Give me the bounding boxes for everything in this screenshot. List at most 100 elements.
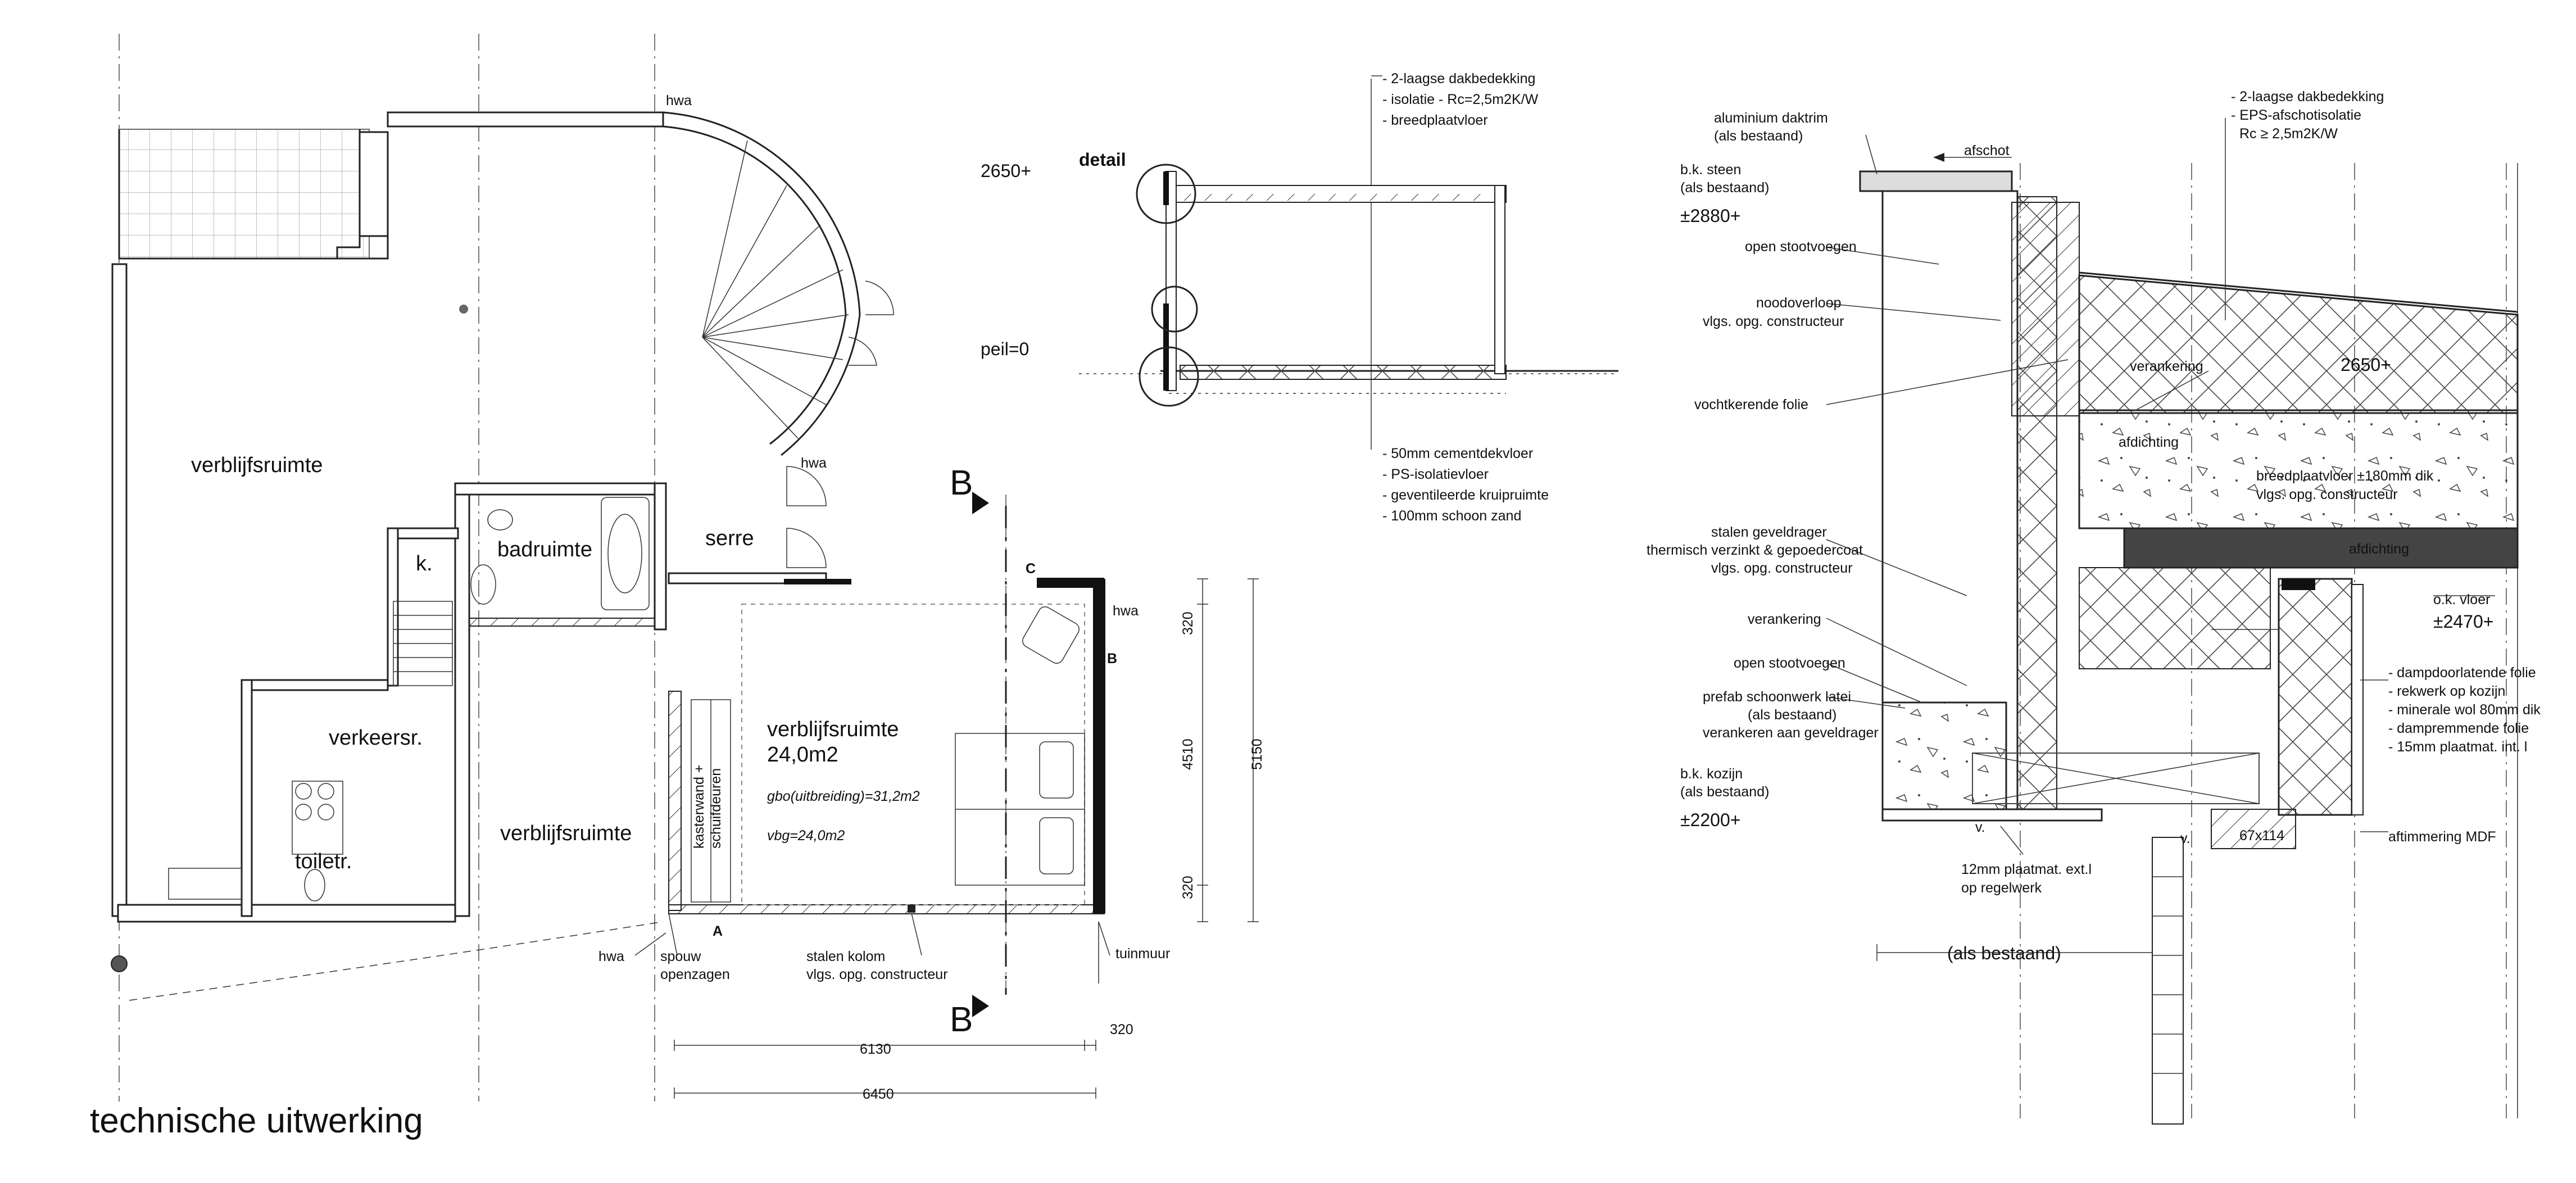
room-label-extension-area: 24,0m2 bbox=[767, 743, 838, 767]
wall-mark-b: B bbox=[1107, 651, 1117, 667]
kolom-label-1: stalen kolom bbox=[806, 949, 885, 964]
roof-insulation bbox=[2078, 274, 2519, 414]
hwa-label-bottom: hwa bbox=[598, 949, 624, 964]
folie-label: vochtkerende folie bbox=[1694, 397, 1808, 413]
kozijn-label-2: (als bestaand) bbox=[1680, 784, 1769, 800]
extension-wall-a bbox=[668, 904, 1105, 914]
vbg-label: vbg=24,0m2 bbox=[767, 828, 845, 844]
wall-note-4: - dampremmende folie bbox=[2388, 720, 2529, 736]
afdichting-label-1: afdichting bbox=[2119, 434, 2179, 450]
latei-label-1: prefab schoonwerk latei bbox=[1703, 689, 1851, 705]
bestaand-label: (als bestaand) bbox=[1947, 943, 2061, 963]
steel-beam bbox=[2123, 527, 2519, 569]
dim-320-top: 320 bbox=[1180, 611, 1196, 635]
kozijn-label-1: b.k. kozijn bbox=[1680, 766, 1743, 782]
afdichting-label-2: afdichting bbox=[2349, 541, 2409, 557]
size-label: 67x114 bbox=[2239, 828, 2284, 844]
floor-plan: verblijfsruimte k. badruimte verkeersr. … bbox=[90, 34, 1265, 1140]
noodoverloop-label-2: vlgs. opg. constructeur bbox=[1703, 314, 1844, 329]
section-mark-top: B bbox=[950, 464, 973, 502]
dim-4510: 4510 bbox=[1180, 738, 1196, 770]
level-2470: ±2470+ bbox=[2433, 611, 2493, 632]
bed bbox=[955, 733, 1085, 886]
tuinmuur-label: tuinmuur bbox=[1115, 946, 1170, 962]
verankering-label-right: verankering bbox=[2130, 359, 2203, 374]
plaat-label-1: 12mm plaatmat. ext.l bbox=[1961, 862, 2092, 877]
wall-note-1: - dampdoorlatende folie bbox=[2388, 665, 2536, 681]
armchair bbox=[1022, 606, 1080, 664]
dim-5150: 5150 bbox=[1249, 738, 1265, 770]
plaat-label-2: op regelwerk bbox=[1961, 880, 2042, 896]
gbo-label: gbo(uitbreiding)=31,2m2 bbox=[767, 788, 920, 804]
spouw-label-2: openzagen bbox=[660, 967, 730, 982]
concrete-floor bbox=[2078, 412, 2519, 529]
geveldrager-label-3: vlgs. opg. constructeur bbox=[1711, 560, 1853, 576]
plan-dimensions bbox=[674, 578, 1259, 1099]
noodoverloop-label-1: noodoverloop bbox=[1756, 295, 1842, 311]
level-2650: 2650+ bbox=[2341, 355, 2391, 375]
section-level-top: 2650+ bbox=[981, 161, 1031, 181]
level-2880: ±2880+ bbox=[1680, 206, 1740, 226]
existing-column-marker bbox=[111, 955, 128, 972]
section-roof-note-2: - isolatie - Rc=2,5m2K/W bbox=[1382, 92, 1539, 107]
detail-roof-note-1: - 2-laagse dakbedekking bbox=[2231, 89, 2384, 105]
detail-roof-note-2: - EPS-afschotisolatie bbox=[2231, 107, 2361, 123]
section-detail-label: detail bbox=[1079, 149, 1126, 170]
geveldrager-label-2: thermisch verzinkt & gepoedercoat bbox=[1647, 542, 1863, 558]
cross-section: 2650+ peil=0 detail - 2-laagse dakbedekk… bbox=[981, 71, 1618, 524]
steen-label-2: (als bestaand) bbox=[1680, 180, 1769, 196]
drawing-title: technische uitwerking bbox=[90, 1102, 423, 1140]
trim-label-2: (als bestaand) bbox=[1714, 128, 1803, 144]
ok-vloer-label: o.k. vloer bbox=[2433, 592, 2490, 608]
afschot-label: afschot bbox=[1964, 143, 2010, 158]
hwa-label-top: hwa bbox=[666, 93, 692, 108]
section-roof-note-3: - breedplaatvloer bbox=[1382, 112, 1488, 128]
wall-note-2: - rekwerk op kozijn bbox=[2388, 683, 2505, 699]
room-label-bathroom: badruimte bbox=[497, 538, 592, 561]
section-roof-note-1: - 2-laagse dakbedekking bbox=[1382, 71, 1535, 87]
hall-stair bbox=[393, 601, 453, 686]
detail-roof-note-3: Rc ≥ 2,5m2K/W bbox=[2239, 126, 2338, 142]
vloer-label-1: breedplaatvloer ±180mm dik bbox=[2256, 468, 2434, 484]
stootvoegen-label-1: open stootvoegen bbox=[1745, 239, 1857, 255]
room-label-hall: verkeersr. bbox=[329, 726, 423, 750]
section-mark-bottom: B bbox=[950, 1000, 973, 1039]
spiral-stair-lines bbox=[702, 140, 849, 439]
section-floor-note-2: - PS-isolatievloer bbox=[1382, 466, 1489, 482]
section-level-peil: peil=0 bbox=[981, 339, 1029, 359]
dim-320-low: 320 bbox=[1180, 876, 1196, 899]
brick-pier bbox=[2152, 837, 2184, 1125]
kolom-label-2: vlgs. opg. constructeur bbox=[806, 967, 948, 982]
room-label-serre: serre bbox=[705, 527, 754, 550]
spouw-label-1: spouw bbox=[660, 949, 701, 964]
room-label-living-left: verblijfsruimte bbox=[191, 454, 323, 477]
balcony-tiles bbox=[119, 129, 370, 259]
trim-label-1: aluminium daktrim bbox=[1714, 110, 1828, 126]
steen-label-1: b.k. steen bbox=[1680, 162, 1741, 178]
wall-note-3: - minerale wol 80mm dik bbox=[2388, 702, 2541, 718]
verankering-label-left: verankering bbox=[1748, 611, 1821, 627]
wardrobe-label-2: schuifdeuren bbox=[708, 768, 724, 849]
dim-320-bottom: 320 bbox=[1110, 1022, 1133, 1037]
section-floor-note-4: - 100mm schoon zand bbox=[1382, 508, 1521, 524]
room-label-living-mid: verblijfsruimte bbox=[500, 822, 632, 845]
section-floor-note-3: - geventileerde kruipruimte bbox=[1382, 487, 1549, 503]
dim-6130: 6130 bbox=[860, 1041, 891, 1057]
dim-6450: 6450 bbox=[863, 1086, 894, 1102]
detail-leaders bbox=[1826, 118, 2495, 855]
level-2200: ±2200+ bbox=[1680, 810, 1740, 830]
v-mark-left: v. bbox=[1975, 819, 1985, 835]
latei-label-3: verankeren aan geveldrager bbox=[1703, 725, 1879, 741]
construction-detail: aluminium daktrim (als bestaand) b.k. st… bbox=[1647, 89, 2541, 1125]
room-label-extension: verblijfsruimte bbox=[767, 718, 899, 741]
geveldrager-label-1: stalen geveldrager bbox=[1711, 524, 1827, 540]
wall-mark-c: C bbox=[1026, 561, 1036, 577]
mdf-label: aftimmering MDF bbox=[2388, 829, 2496, 845]
wall-mark-a: A bbox=[713, 923, 723, 939]
timber-frame-wall bbox=[2278, 578, 2353, 816]
stootvoegen-label-2: open stootvoegen bbox=[1734, 655, 1845, 671]
vloer-label-2: vlgs. opg. constructeur bbox=[2256, 487, 2398, 502]
v-mark-right: v. bbox=[2180, 831, 2190, 846]
room-label-kitchen: k. bbox=[416, 552, 433, 575]
